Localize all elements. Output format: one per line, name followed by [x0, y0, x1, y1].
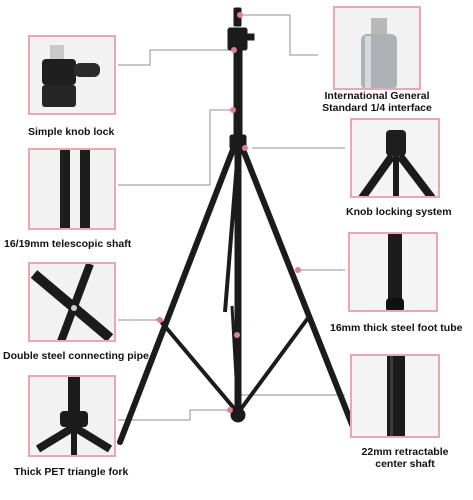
- callout-dot-interface: [237, 12, 243, 18]
- center-shaft-photo: [350, 354, 440, 438]
- caption-triangle-fork: Thick PET triangle fork: [14, 466, 129, 478]
- telescopic-shaft-photo: [28, 148, 116, 230]
- connector-triangle-fork: [118, 409, 230, 421]
- leg-left: [117, 144, 237, 445]
- brace-left: [156, 316, 240, 415]
- caption-foot-tube: 16mm thick steel foot tube: [330, 322, 463, 334]
- callout-dot-triangle-fork: [227, 407, 233, 413]
- connector-knob-lock: [118, 49, 232, 66]
- knob-lock-photo: [28, 35, 116, 115]
- caption-interface-line1: International General: [324, 90, 430, 102]
- foot-tube-photo: [348, 232, 438, 312]
- callout-dot-center-shaft: [234, 332, 240, 338]
- upper-shaft: [233, 49, 243, 136]
- callout-dot-knob-locking-system: [242, 145, 248, 151]
- leg-back: [223, 149, 240, 313]
- callout-dot-connecting-pipe: [157, 317, 163, 323]
- leg-right: [239, 144, 358, 435]
- knob-locking-system-photo: [350, 118, 440, 198]
- connector-telescopic-shaft: [118, 109, 233, 186]
- callout-dot-knob-lock: [231, 47, 237, 53]
- caption-knob-lock: Simple knob lock: [28, 126, 115, 138]
- caption-interface-line2: Standard 1/4 interface: [322, 102, 432, 114]
- brace-hub: [230, 407, 246, 423]
- triangle-fork-photo: [28, 375, 116, 457]
- head-knob: [245, 33, 255, 41]
- caption-telescopic-shaft: 16/19mm telescopic shaft: [4, 238, 132, 250]
- caption-connecting-pipe: Double steel connecting pipe: [3, 350, 149, 362]
- caption-center-shaft: 22mm retractable center shaft: [352, 446, 458, 470]
- brace-back: [230, 305, 240, 414]
- caption-interface: International General Standard 1/4 inter…: [318, 90, 436, 114]
- connecting-pipe-photo: [28, 262, 116, 342]
- head-block: [227, 27, 248, 51]
- callout-dot-foot-tube: [295, 267, 301, 273]
- connector-interface: [240, 14, 318, 56]
- screw-interface-photo: [333, 6, 421, 90]
- brace-right: [236, 316, 310, 415]
- callout-dot-telescopic-shaft: [230, 107, 236, 113]
- caption-center-shaft-line2: center shaft: [375, 458, 435, 470]
- caption-center-shaft-line1: 22mm retractable: [361, 446, 449, 458]
- caption-knob-locking-system: Knob locking system: [346, 206, 452, 218]
